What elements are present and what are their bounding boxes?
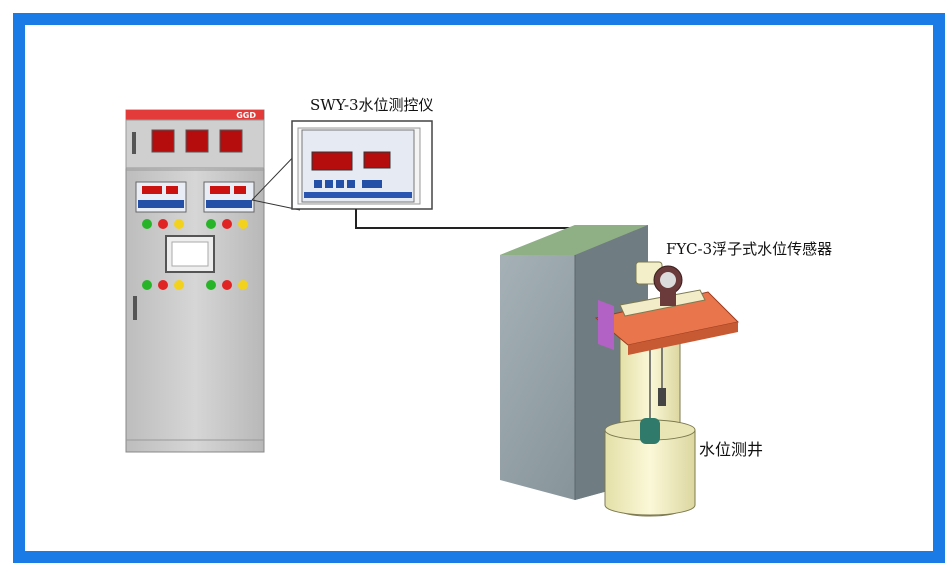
controller-display xyxy=(311,151,353,171)
yellow-lamp xyxy=(174,280,184,290)
yellow-lamp xyxy=(238,280,248,290)
green-lamp xyxy=(206,280,216,290)
control-cabinet xyxy=(125,109,265,453)
green-lamp xyxy=(142,219,152,229)
red-lamp xyxy=(158,280,168,290)
mount-bracket xyxy=(598,300,614,350)
sensor-label: FYC-3浮子式水位传感器 xyxy=(666,240,833,258)
controller-label: SWY-3水位测控仪 xyxy=(310,96,434,114)
yellow-lamp xyxy=(238,219,248,229)
well-label: 水位测井 xyxy=(699,440,764,459)
door-handle xyxy=(133,296,137,320)
concrete-top xyxy=(500,225,648,255)
water-well xyxy=(604,330,696,517)
cabinet-controller-left xyxy=(135,181,187,213)
meter-display-2 xyxy=(185,129,209,153)
cabinet-controller-right xyxy=(203,181,255,213)
green-lamp xyxy=(142,280,152,290)
red-lamp xyxy=(158,219,168,229)
float-sensor-device xyxy=(635,261,683,306)
red-lamp xyxy=(222,219,232,229)
counterweight xyxy=(658,388,666,406)
cabinet-top-strip xyxy=(126,110,264,120)
meter-display-3 xyxy=(219,129,243,153)
green-lamp xyxy=(206,219,216,229)
cabinet-brand: GGD xyxy=(236,111,256,120)
yellow-lamp xyxy=(174,219,184,229)
controller-zoom xyxy=(291,120,433,210)
float xyxy=(640,418,660,444)
meter-display-1 xyxy=(151,129,175,153)
red-lamp xyxy=(222,280,232,290)
